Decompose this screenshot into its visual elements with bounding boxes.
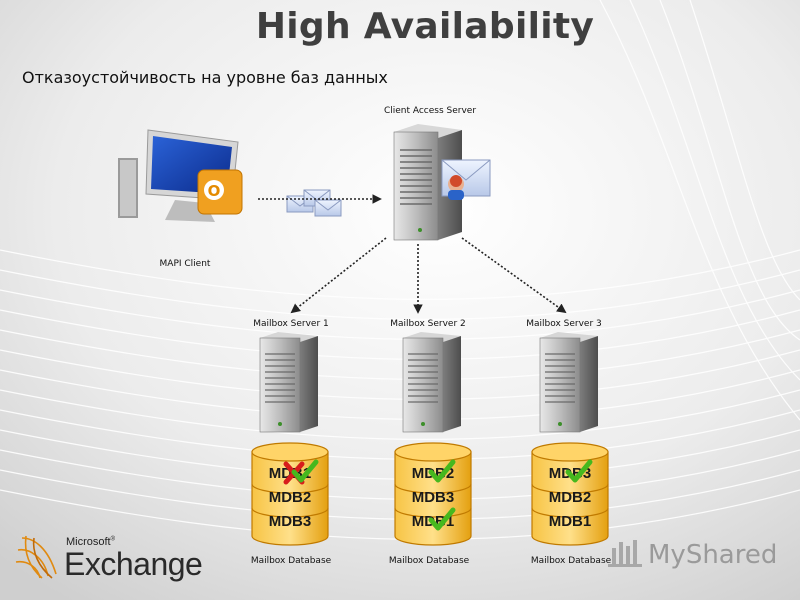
mailbox-server-3-label: Mailbox Server 3 [526,319,602,329]
database-row-label: MDB1 [549,513,592,530]
active-check-icon [428,459,456,483]
mailbox-server-2-icon [402,332,461,433]
mapi-client-computer-icon: O [118,129,243,222]
myshared-logo-icon [608,540,642,567]
arrow-cas-to-mbx1 [290,237,387,314]
logo-product: Exchange [64,546,203,582]
active-check-icon [291,459,319,483]
active-check-icon [428,507,456,531]
arrow-cas-to-mbx3 [461,237,567,314]
email-envelopes-icon [286,189,342,217]
mailbox-server-3-icon [539,332,598,433]
cas-label: Client Access Server [383,106,477,116]
database-row-label: MDB3 [412,489,455,506]
exchange-logo-icon [15,535,57,579]
slide-subtitle: Отказоустойчивость на уровне баз данных [22,68,388,87]
database-row-label: MDB2 [269,489,312,506]
logo-brand: Microsoft® [66,536,116,548]
mapi-client-label: MAPI Client [159,259,211,269]
database-row-label: MDB3 [269,513,312,530]
mailbox-database-3-label: Mailbox Database [530,556,612,566]
watermark-text: MyShared [648,540,778,570]
mailbox-database-1-label: Mailbox Database [250,556,332,566]
svg-text:O: O [208,182,221,200]
mailbox-server-1-label: Mailbox Server 1 [253,319,329,329]
mailbox-server-1-icon [259,332,318,433]
mailbox-server-2-label: Mailbox Server 2 [390,319,466,329]
client-access-server-icon [393,124,491,241]
active-check-icon [565,459,593,483]
database-row-label: MDB2 [549,489,592,506]
mailbox-database-2-label: Mailbox Database [388,556,470,566]
slide-title: High Availability [255,6,595,47]
